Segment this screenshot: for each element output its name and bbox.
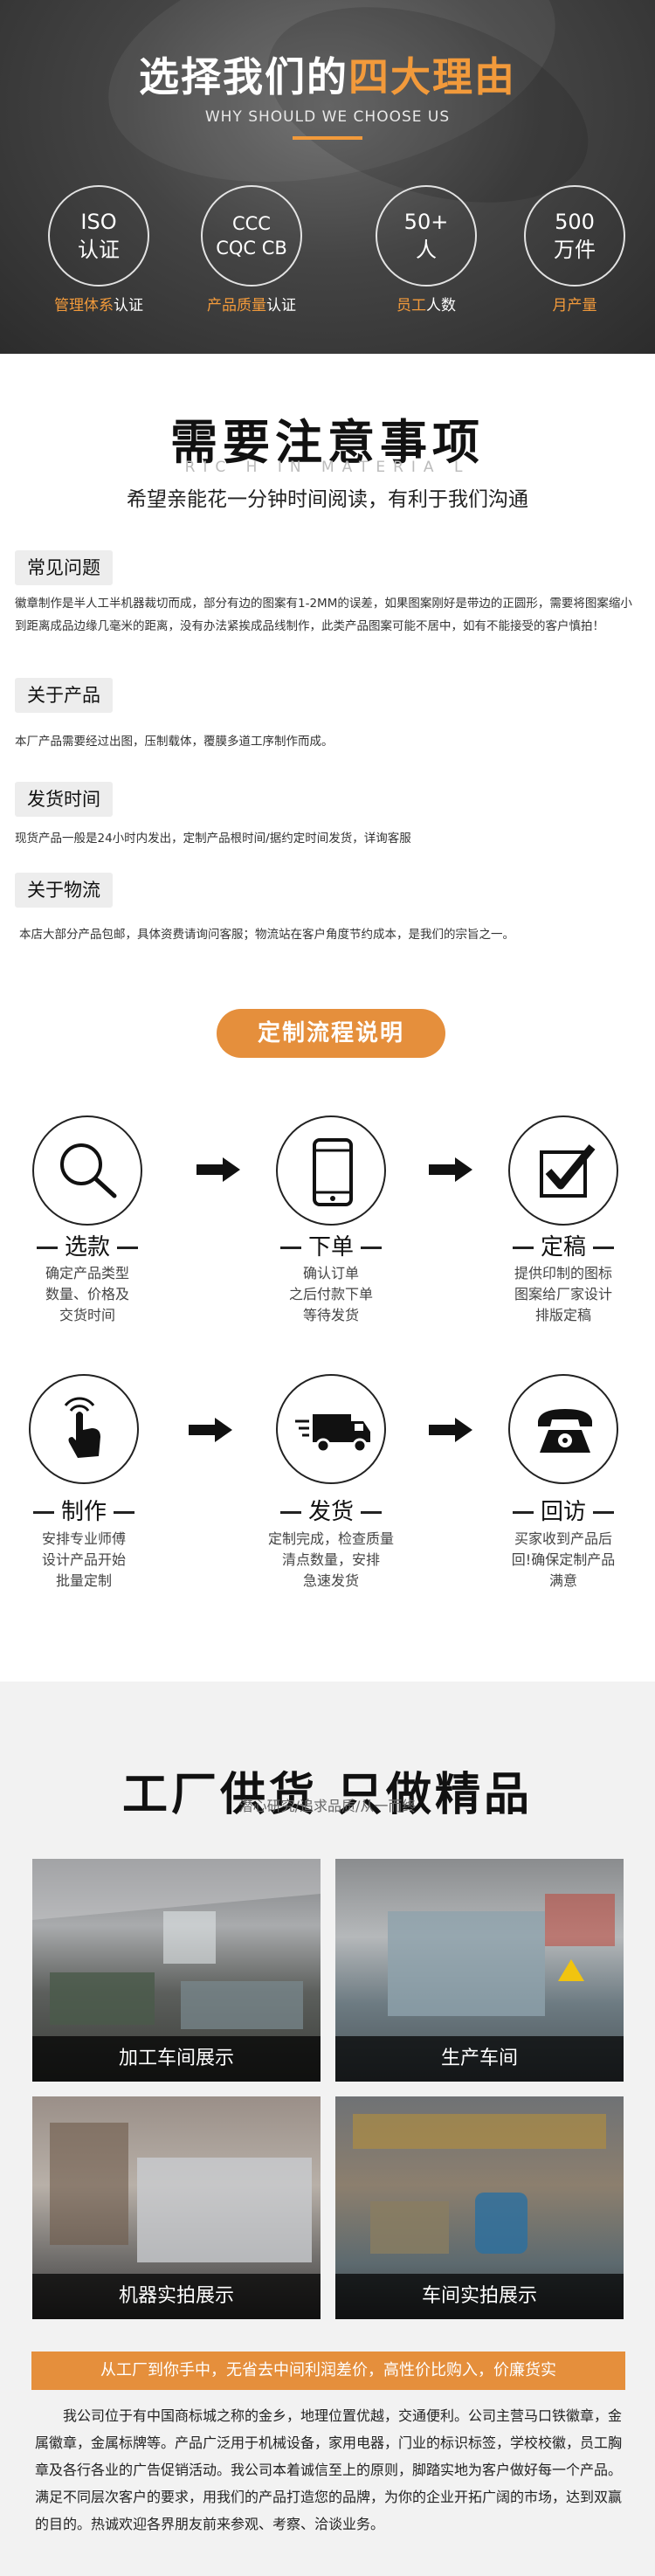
badge-output: 500 万件 <box>524 185 625 287</box>
notice-subtitle: 希望亲能花一分钟时间阅读，有利于我们沟通 <box>127 488 528 511</box>
factory-banner: 从工厂到你手中，无省去中间利润差价，高性价比购入，价廉货实 <box>31 2352 625 2390</box>
company-description: 我公司位于有中国商标城之称的金乡，地理位置优越，交通便利。公司主营马口铁徽章，金… <box>35 2407 623 2532</box>
badge-ccc: CCC CQC CB <box>201 185 302 287</box>
step-description: 安排专业师傅 设计产品开始 批量定制 <box>41 1530 126 1589</box>
section-tag: 关于物流 <box>15 873 113 908</box>
section-tag: 常见问题 <box>15 550 113 585</box>
factory-subtitle: 潜心研究/追求品质/从一而终 <box>238 1798 417 1814</box>
search-icon <box>60 1143 117 1198</box>
truck-icon <box>295 1414 370 1454</box>
arrow-right-icon <box>429 1418 472 1442</box>
arrow-right-icon <box>196 1157 240 1182</box>
badge-caption: 管理体系认证 <box>54 297 143 314</box>
notice-title: 需要注意事项 <box>170 415 485 470</box>
hero-title: 选择我们的四大理由 <box>139 53 516 100</box>
step-title: 下单 <box>244 1229 418 1261</box>
step-circle-select <box>32 1115 142 1226</box>
badge-caption: 产品质量认证 <box>207 297 296 314</box>
badge-staff: 50+ 人 <box>376 185 477 287</box>
step-title: 选款 <box>0 1229 175 1261</box>
phone-icon <box>313 1138 353 1206</box>
checkmark-icon <box>540 1144 596 1198</box>
step-description: 定制完成，检查质量 清点数量，安排 急速发货 <box>267 1530 394 1589</box>
arrow-right-icon <box>189 1418 232 1442</box>
machine-photo <box>50 2123 312 2262</box>
step-circle-followup <box>508 1374 618 1484</box>
section-text: 现货产品一般是24小时内发出，定制产品根时间/据约定时间发货，详询客服 <box>15 832 411 846</box>
photo-caption: 车间实拍展示 <box>335 2274 624 2319</box>
step-description: 确定产品类型 数量、价格及 交货时间 <box>45 1265 129 1323</box>
arrow-right-icon <box>429 1157 472 1182</box>
step-title: 制作 <box>0 1494 171 1526</box>
telephone-icon <box>538 1409 592 1453</box>
hero-subtitle: WHY SHOULD WE CHOOSE US <box>204 108 451 126</box>
badge-caption: 月产量 <box>552 297 597 314</box>
photo-caption: 机器实拍展示 <box>32 2274 321 2319</box>
step-circle-order <box>276 1115 386 1226</box>
touch-hand-icon <box>64 1397 100 1458</box>
photo-machine-showcase: 机器实拍展示 <box>32 2096 321 2319</box>
machine-photo <box>388 1894 615 2016</box>
step-description: 买家收到产品后 回!确保定制产品 满意 <box>511 1530 616 1589</box>
products-photo <box>353 2114 606 2254</box>
step-description: 提供印制的图标 图案给厂家设计 排版定稿 <box>514 1265 612 1323</box>
section-text: 本店大部分产品包邮，具体资费请询问客服；物流站在客户角度节约成本，是我们的宗旨之… <box>19 928 514 942</box>
hero-section <box>0 0 655 354</box>
step-title: 回访 <box>476 1494 651 1526</box>
section-tag: 发货时间 <box>15 782 113 817</box>
factory-title: 工厂供货 只做精品 <box>121 1769 534 1821</box>
photo-production-workshop: 生产车间 <box>335 1859 624 2082</box>
section-tag: 关于产品 <box>15 678 113 713</box>
step-title: 定稿 <box>476 1229 651 1261</box>
step-description: 确认订单 之后付款下单 等待发货 <box>288 1265 373 1323</box>
section-text: 徽章制作是半人工半机器裁切而成，部分有边的图案有1-2MM的误差，如果图案刚好是… <box>15 597 632 633</box>
workshop-photo <box>32 1859 321 2029</box>
step-circle-produce <box>29 1374 139 1484</box>
badge-iso: ISO 认证 <box>48 185 149 287</box>
photo-caption: 生产车间 <box>335 2036 624 2082</box>
badge-caption: 员工人数 <box>396 297 456 314</box>
step-circle-ship <box>276 1374 386 1484</box>
hero-underline <box>293 136 362 140</box>
photo-processing-workshop: 加工车间展示 <box>32 1859 321 2082</box>
step-title: 发货 <box>244 1494 418 1526</box>
process-heading: 定制流程说明 <box>217 1009 445 1058</box>
step-circle-confirm <box>508 1115 618 1226</box>
photo-caption: 加工车间展示 <box>32 2036 321 2082</box>
photo-workshop-showcase: 车间实拍展示 <box>335 2096 624 2319</box>
notice-ghost-text: RIC H IN MATERIA L <box>184 459 471 476</box>
section-text: 本厂产品需要经过出图，压制载体，覆膜多道工序制作而成。 <box>15 735 334 749</box>
